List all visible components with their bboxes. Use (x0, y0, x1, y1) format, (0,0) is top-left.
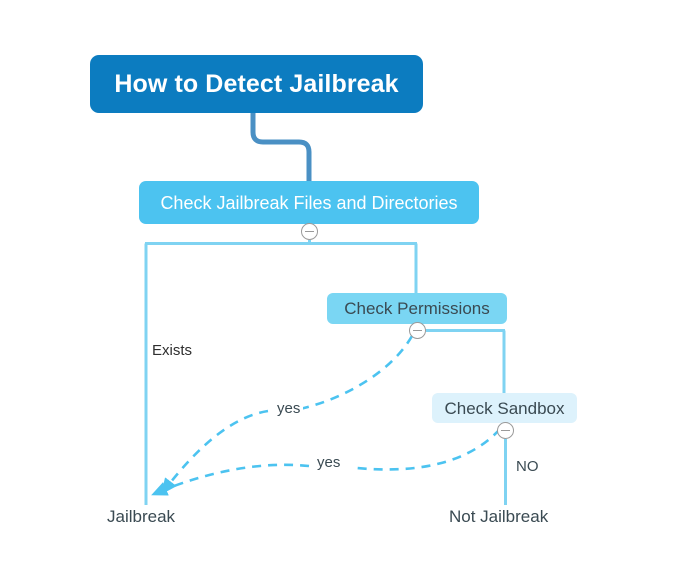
node-check-permissions[interactable]: Check Permissions (327, 293, 507, 324)
collapse-minus-icon-level2[interactable] (409, 322, 426, 339)
edge-label-yes-permissions: yes (274, 401, 304, 416)
edge-permissions-yes-to-jailbreak-tail (161, 409, 269, 495)
node-leaf-not-jailbreak[interactable]: Not Jailbreak (449, 507, 549, 526)
node-check-jailbreak-files-and-directories[interactable]: Check Jailbreak Files and Directories (139, 181, 479, 224)
collapse-minus-icon-level3[interactable] (497, 422, 514, 439)
edge-root-to-level1 (250, 113, 312, 181)
edge-label-exists: Exists (149, 343, 196, 358)
node-check-sandbox[interactable]: Check Sandbox (432, 393, 577, 423)
edge-sandbox-yes-to-jailbreak-tail (151, 463, 310, 496)
edge-label-no-sandbox: NO (513, 459, 542, 474)
node-leaf-jailbreak[interactable]: Jailbreak (107, 507, 176, 526)
node-root-how-to-detect-jailbreak[interactable]: How to Detect Jailbreak (90, 55, 423, 113)
edge-sandbox-yes-to-jailbreak (356, 428, 501, 471)
edge-permissions-yes-to-jailbreak (299, 335, 414, 411)
edge-label-yes-sandbox: yes (314, 455, 344, 470)
collapse-minus-icon-level1[interactable] (301, 223, 318, 240)
